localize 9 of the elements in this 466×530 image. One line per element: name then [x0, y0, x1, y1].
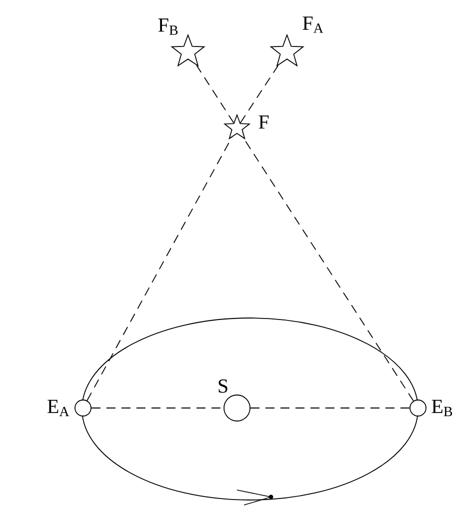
point-label: S [218, 379, 228, 393]
point-label: F [258, 115, 269, 129]
point-label: F$_{A}$ [302, 16, 324, 33]
point-label: F$_{B}$ [158, 18, 178, 35]
sight-line [240, 65, 278, 124]
point-label: E$_{A}$ [48, 400, 70, 416]
point-label: E$_{B}$ [432, 400, 452, 416]
sight-line [86, 136, 232, 402]
sight-line [196, 64, 234, 124]
